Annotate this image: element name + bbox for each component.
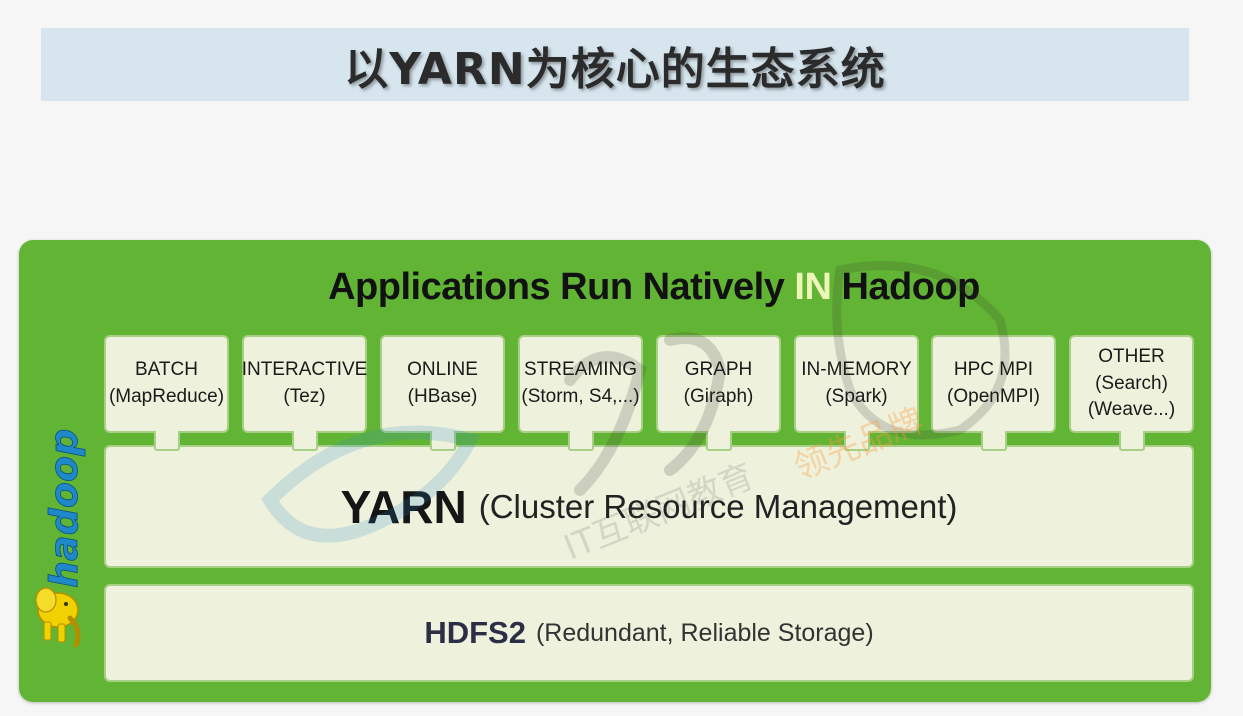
app-box-subtitle: (Tez)	[283, 386, 326, 407]
app-box-title: ONLINE	[407, 359, 478, 381]
heading-highlight: IN	[794, 266, 832, 308]
app-box-hpc-mpi: HPC MPI (OpenMPI)	[931, 335, 1056, 433]
app-box-title: GRAPH	[684, 359, 753, 381]
title-banner: 以YARN为核心的生态系统	[41, 28, 1189, 101]
heading-text-before: Applications Run Natively	[328, 266, 795, 308]
app-box-subtitle-2: (Weave...)	[1087, 399, 1176, 421]
connector-tab	[154, 431, 180, 451]
app-box-subtitle: (MapReduce)	[108, 386, 225, 407]
app-box-title: IN-MEMORY	[801, 359, 912, 381]
hadoop-ecosystem-diagram: Applications Run Natively IN Hadoop hado…	[19, 240, 1211, 702]
app-box-online: ONLINE (HBase)	[380, 335, 505, 433]
diagram-heading: Applications Run Natively IN Hadoop	[104, 266, 1204, 309]
app-box-subtitle: (Search)	[1095, 372, 1168, 394]
connector-tab	[430, 431, 456, 451]
page-title: 以YARN为核心的生态系统	[344, 43, 886, 95]
app-box-title: HPC MPI	[953, 359, 1034, 381]
app-box-graph: GRAPH (Giraph)	[656, 335, 781, 433]
connector-tab	[706, 431, 732, 451]
connector-tab	[568, 431, 594, 451]
app-box-batch: BATCH (MapReduce)	[104, 335, 229, 433]
app-box-streaming: STREAMING (Storm, S4,...)	[518, 335, 643, 433]
hadoop-logo: hadoop	[35, 428, 86, 648]
connector-tab	[1119, 431, 1145, 451]
heading-text-after: Hadoop	[831, 266, 980, 308]
hadoop-elephant-icon	[35, 587, 81, 648]
app-box-title: STREAMING	[524, 359, 637, 381]
yarn-layer: YARN (Cluster Resource Management)	[104, 445, 1194, 568]
app-box-interactive: INTERACTIVE (Tez)	[242, 335, 367, 433]
hdfs-layer: HDFS2 (Redundant, Reliable Storage)	[104, 584, 1194, 682]
app-box-other: OTHER (Search) (Weave...)	[1069, 335, 1194, 433]
app-box-subtitle: (OpenMPI)	[947, 386, 1040, 407]
yarn-description: (Cluster Resource Management)	[478, 487, 958, 525]
app-box-title: OTHER	[1098, 345, 1165, 367]
app-box-subtitle: (Spark)	[825, 386, 888, 407]
app-box-subtitle: (HBase)	[407, 386, 478, 407]
hdfs-label: HDFS2	[424, 615, 526, 650]
app-box-subtitle: (Storm, S4,...)	[521, 386, 640, 407]
connector-tab	[981, 431, 1007, 451]
app-box-subtitle: (Giraph)	[683, 386, 754, 407]
app-box-title: INTERACTIVE	[241, 359, 368, 381]
connector-tab	[292, 431, 318, 451]
connector-tab	[844, 431, 870, 451]
yarn-label: YARN	[340, 480, 467, 533]
hadoop-logo-text: hadoop	[42, 429, 86, 588]
app-box-in-memory: IN-MEMORY (Spark)	[794, 335, 919, 433]
hdfs-description: (Redundant, Reliable Storage)	[535, 618, 874, 647]
app-box-title: BATCH	[135, 359, 198, 381]
